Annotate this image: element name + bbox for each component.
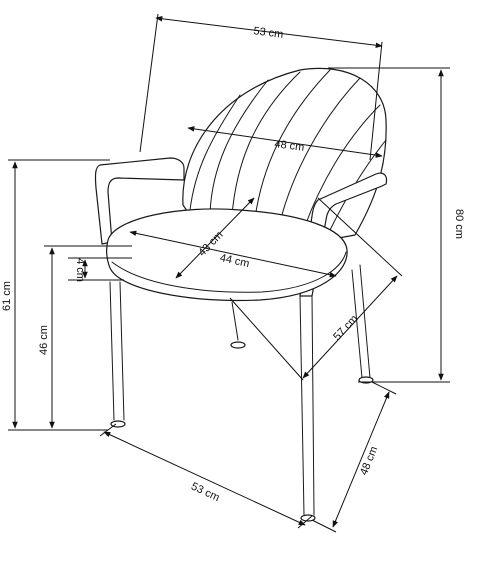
- back-left-foot: [230, 341, 246, 349]
- seat-height-label: 46 cm: [38, 325, 50, 355]
- back-left-leg: [231, 301, 239, 341]
- total-width-dimension-line: [155, 15, 383, 49]
- diagonal-depth-dimension-line: [302, 275, 398, 379]
- right-armrest: [299, 172, 388, 297]
- seat-thickness-label: 4 cm: [74, 258, 86, 282]
- base-width-dimension-line: [103, 431, 306, 526]
- front-left-leg: [109, 281, 115, 421]
- seat-width-dimension-line: [129, 230, 337, 278]
- total-height-label: 80 cm: [453, 209, 465, 239]
- chair-illustration: [94, 67, 388, 522]
- front-right-leg: [299, 294, 305, 516]
- left-armrest: [94, 157, 185, 245]
- base-depth-dimension-line: [332, 391, 390, 528]
- total-width-label: 53 cm: [253, 25, 284, 41]
- diagonal-depth-label: 57 cm: [331, 313, 360, 343]
- backrest-width-dimension-line: [187, 126, 383, 158]
- arm-height-label: 61 cm: [1, 281, 13, 311]
- backrest-width-label: 48 cm: [274, 138, 305, 154]
- base-depth-label: 48 cm: [358, 445, 380, 477]
